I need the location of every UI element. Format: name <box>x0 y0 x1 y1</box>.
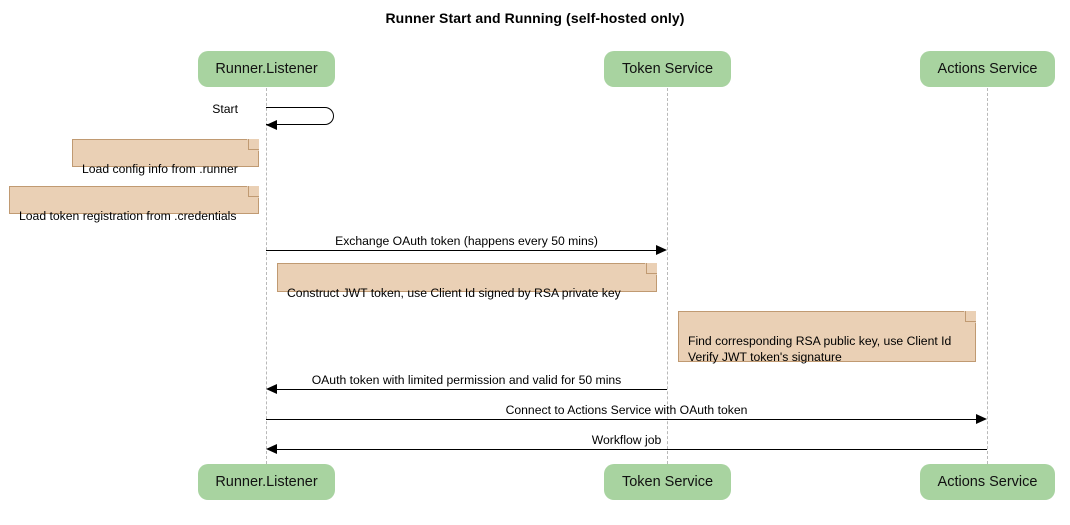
message-label-oauth-return: OAuth token with limited permission and … <box>311 373 622 387</box>
message-line-oauth-return[interactable] <box>277 389 667 390</box>
arrowhead-workflow-job <box>266 444 277 454</box>
participant-label: Actions Service <box>937 474 1038 490</box>
message-self-start[interactable] <box>266 107 334 125</box>
participant-label: Runner.Listener <box>215 474 318 490</box>
participant-label: Runner.Listener <box>215 61 318 77</box>
participant-token-bottom[interactable]: Token Service <box>604 464 731 500</box>
arrowhead-start <box>266 120 277 130</box>
message-label-start: Start <box>212 102 238 116</box>
note-text: Load token registration from .credential… <box>19 209 237 223</box>
arrowhead-exchange-oauth <box>656 245 667 255</box>
lifeline-actions <box>987 88 988 464</box>
message-label-connect-actions: Connect to Actions Service with OAuth to… <box>505 403 748 417</box>
participant-label: Actions Service <box>937 61 1038 77</box>
note-construct-jwt: Construct JWT token, use Client Id signe… <box>277 263 657 300</box>
participant-actions-top[interactable]: Actions Service <box>920 51 1055 87</box>
note-text: Load config info from .runner <box>82 162 238 176</box>
note-fold-icon <box>248 186 259 197</box>
note-text: Find corresponding RSA public key, use C… <box>688 334 952 364</box>
participant-actions-bottom[interactable]: Actions Service <box>920 464 1055 500</box>
arrowhead-connect-actions <box>976 414 987 424</box>
note-load-config: Load config info from .runner <box>72 139 259 176</box>
participant-runner-bottom[interactable]: Runner.Listener <box>198 464 335 500</box>
note-fold-icon <box>646 263 657 274</box>
note-text: Construct JWT token, use Client Id signe… <box>287 286 621 300</box>
message-line-connect-actions[interactable] <box>266 419 976 420</box>
participant-token-top[interactable]: Token Service <box>604 51 731 87</box>
lifeline-runner <box>266 88 267 464</box>
note-fold-icon <box>248 139 259 150</box>
message-line-workflow-job[interactable] <box>277 449 987 450</box>
message-label-exchange-oauth: Exchange OAuth token (happens every 50 m… <box>335 234 598 248</box>
message-label-workflow-job: Workflow job <box>591 433 662 447</box>
note-verify-jwt: Find corresponding RSA public key, use C… <box>678 311 976 364</box>
lifeline-token <box>667 88 668 464</box>
participant-runner-top[interactable]: Runner.Listener <box>198 51 335 87</box>
arrowhead-oauth-return <box>266 384 277 394</box>
message-line-exchange-oauth[interactable] <box>266 250 656 251</box>
participant-label: Token Service <box>621 474 714 490</box>
note-load-token-registration: Load token registration from .credential… <box>9 186 259 223</box>
participant-label: Token Service <box>621 61 714 77</box>
page-title: Runner Start and Running (self-hosted on… <box>385 10 685 26</box>
note-fold-icon <box>965 311 976 322</box>
